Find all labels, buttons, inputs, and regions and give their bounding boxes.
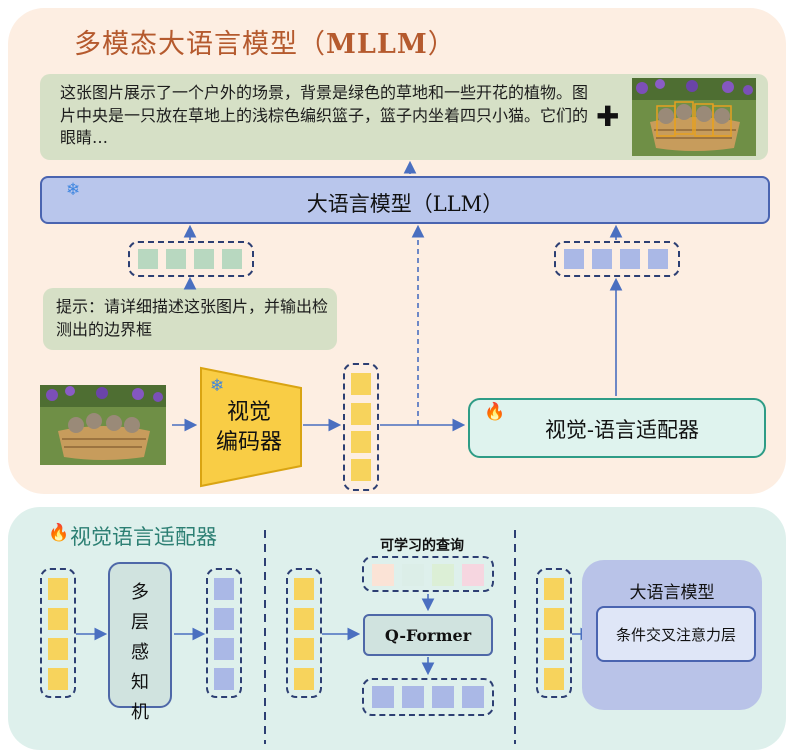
cross-attention-label: 条件交叉注意力层 (615, 626, 736, 644)
input-image (40, 385, 166, 465)
visual-token (214, 578, 234, 600)
visual-token (564, 249, 584, 269)
vision-encoder-block (200, 366, 302, 488)
plus-icon: ✚ (596, 100, 620, 133)
mlp-block: 多 层 感 知 机 (108, 562, 172, 723)
vision-language-adapter-block: 视觉-语言适配器 (468, 398, 766, 458)
qformer-input-token-group (286, 568, 322, 698)
mlp-output-token-group (206, 568, 242, 698)
vision-feature-token (48, 668, 68, 690)
text-token-group (128, 241, 254, 277)
vision-feature-token (294, 578, 314, 600)
visual-token (462, 686, 484, 708)
qformer-block: Q-Former (363, 614, 493, 656)
vision-feature-token (544, 578, 564, 600)
visual-token (592, 249, 612, 269)
visual-token (372, 686, 394, 708)
flame-icon: 🔥 (484, 402, 506, 422)
query-token (402, 564, 424, 586)
vision-feature-token (351, 373, 371, 395)
llm-small-title: 大语言模型 (629, 583, 715, 603)
vision-feature-token (294, 668, 314, 690)
mllm-title: 多模态大语言模型（MLLM） (74, 29, 456, 60)
output-description-text: 这张图片展示了一个户外的场景，背景是绿色的草地和一些开花的植物。图片中央是一只放… (60, 83, 589, 147)
learnable-query-token-group (362, 556, 494, 592)
vision-feature-token (351, 459, 371, 481)
vision-feature-token (544, 638, 564, 660)
prompt-box (43, 288, 337, 350)
adapter-detail-title: 视觉语言适配器 (70, 525, 217, 549)
vision-encoder-label: 视觉 编码器 (215, 400, 282, 455)
gated-cross-attention-block: 条件交叉注意力层 (596, 606, 756, 662)
visual-token (214, 608, 234, 630)
vision-feature-token (294, 608, 314, 630)
learnable-queries-label: 可学习的查询 (380, 538, 464, 554)
flame-icon: 🔥 (48, 523, 70, 543)
vision-feature-token (351, 403, 371, 425)
snowflake-icon: ❄ (66, 180, 81, 200)
vision-feature-token (48, 578, 68, 600)
visual-token (648, 249, 668, 269)
mllm-title-abbrev: MLLM (326, 29, 428, 60)
visual-token (432, 686, 454, 708)
vision-feature-token (48, 638, 68, 660)
qformer-output-token-group (362, 678, 494, 716)
visual-token (214, 668, 234, 690)
query-token (372, 564, 394, 586)
adapted-visual-token-group (554, 241, 680, 277)
text-token (222, 249, 242, 269)
text-token (194, 249, 214, 269)
visual-token (402, 686, 424, 708)
output-image-with-boxes (632, 78, 756, 156)
mlp-input-token-group (40, 568, 76, 698)
adapter-label: 视觉-语言适配器 (544, 418, 700, 442)
visual-token (214, 638, 234, 660)
query-token (432, 564, 454, 586)
llm-label: 大语言模型（LLM） (306, 192, 504, 216)
qformer-label: Q-Former (384, 626, 472, 645)
cross-attn-input-token-group (536, 568, 572, 698)
llm-block: 大语言模型（LLM） (40, 176, 770, 224)
snowflake-icon: ❄ (210, 376, 225, 396)
mlp-label: 多 层 感 知 机 (131, 582, 149, 723)
vision-feature-token-group (343, 363, 379, 491)
text-token (138, 249, 158, 269)
visual-token (620, 249, 640, 269)
vision-feature-token (544, 668, 564, 690)
vision-feature-token (48, 608, 68, 630)
query-token (462, 564, 484, 586)
vision-feature-token (351, 431, 371, 453)
text-token (166, 249, 186, 269)
prompt-text: 提示：请详细描述这张图片，并输出检测出的边界框 (56, 297, 329, 339)
vision-feature-token (544, 608, 564, 630)
vision-feature-token (294, 638, 314, 660)
